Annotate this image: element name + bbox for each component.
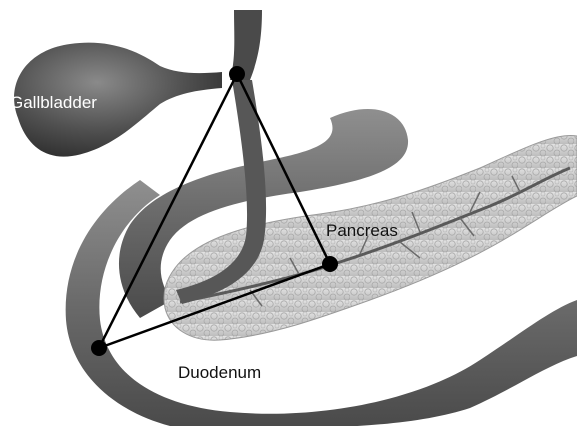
duodenum-label: Duodenum [178, 364, 261, 381]
vertex-duodenum [91, 340, 107, 356]
vertex-gallbladder [229, 66, 245, 82]
vertex-pancreas [322, 256, 338, 272]
gallbladder-label: Gallbladder [10, 94, 97, 111]
pancreas-label: Pancreas [326, 222, 398, 239]
